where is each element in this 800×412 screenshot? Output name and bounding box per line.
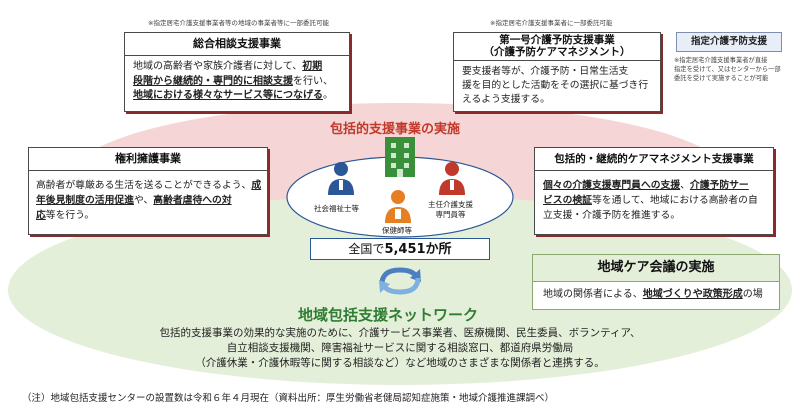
community-meeting-body: 地域の関係者による、地域づくりや政策形成の場 <box>533 282 779 308</box>
network-body: 包括的支援事業の効果的な実施のために、介護サービス事業者、医療機関、民生委員、ボ… <box>100 326 700 371</box>
prevention-care-line: 援を目的とした活動をその選択に基づき行 <box>462 80 649 91</box>
continuous-text: 等を通して、地域における高齢者の自 <box>591 195 758 206</box>
designated-prevention-box: 指定介護予防支援 <box>676 32 782 52</box>
prevention-care-line: 要支援者等が、介護予防・日常生活支 <box>462 66 629 77</box>
designated-note-line: 指定を受けて、又はセンターから一部 <box>674 66 781 73</box>
care-manager-label-line2: 専門員等 <box>435 210 466 219</box>
designated-note-line: 委託を受けて実施することが可能 <box>674 75 769 82</box>
designated-prevention-note: ※指定居宅介護支援事業者が直接 指定を受けて、又はセンターから一部 委託を受けて… <box>674 56 781 83</box>
care-manager-label: 主任介護支援 専門員等 <box>428 200 473 220</box>
continuous-text: 立支援・介護予防を推進する。 <box>543 210 681 221</box>
general-consult-title: 総合相談支援事業 <box>125 33 349 56</box>
continuous-mgmt-box: 包括的・継続的ケアマネジメント支援事業 個々の介護支援専門員への支援、介護予防サ… <box>534 147 774 235</box>
general-consult-emph: 段階から継続的・専門的に相談支援 <box>133 75 293 87</box>
general-consult-emph: 初期 <box>302 61 323 72</box>
top-note-left: ※指定居宅介護支援事業者等の地域の事業者等に一部委託可能 <box>148 19 329 27</box>
network-line: 包括的支援事業の効果的な実施のために、介護サービス事業者、医療機関、民生委員、ボ… <box>159 327 641 339</box>
community-meeting-title: 地域ケア会議の実施 <box>533 255 779 282</box>
nurse-label: 保健師等 <box>382 226 412 235</box>
network-line: 自立相談支援機関、障害福祉サービスに関する相談窓口、都道府県労働局 <box>226 342 574 354</box>
continuous-emph: 介護予防サー <box>689 180 749 191</box>
community-meeting-text: 地域の関係者による、 <box>543 289 643 300</box>
care-manager-icon <box>439 162 465 195</box>
prevention-care-box: 第一号介護予防支援事業 （介護予防ケアマネジメント） 要支援者等が、介護予防・日… <box>453 32 661 112</box>
social-worker-icon <box>328 162 354 195</box>
continuous-emph: 個々の介護支援専門員への支援 <box>543 180 681 191</box>
top-note-right: ※指定居宅介護支援事業者に一部委託可能 <box>490 19 613 27</box>
prevention-care-line: えるよう支援する。 <box>462 94 550 105</box>
community-meeting-box: 地域ケア会議の実施 地域の関係者による、地域づくりや政策形成の場 <box>532 254 780 310</box>
center-label: 包括的支援事業の実施 <box>330 122 461 137</box>
social-worker-label: 社会福祉士等 <box>314 204 359 213</box>
rights-text: 高齢者が尊厳ある生活を送ることができるよう、 <box>36 180 252 191</box>
designated-note-line: ※指定居宅介護支援事業者が直接 <box>674 57 768 64</box>
general-consult-text: 。 <box>323 90 333 101</box>
center-count-box: 全国で5,451か所 <box>310 238 490 260</box>
count-prefix: 全国で <box>348 242 385 256</box>
continuous-mgmt-body: 個々の介護支援専門員への支援、介護予防サー ビスの検証等を通して、地域における高… <box>535 171 773 230</box>
care-manager-label-line1: 主任介護支援 <box>428 200 473 209</box>
rights-text: 等を行う。 <box>45 210 95 221</box>
rights-box: 権利擁護事業 高齢者が尊厳ある生活を送ることができるよう、成 年後見制度の活用促… <box>28 147 268 235</box>
network-line: （介護休業・介護休暇等に関する相談など）など地域のさまざまな関係者と連携する。 <box>195 357 605 369</box>
general-consult-text: を行い、 <box>293 75 333 87</box>
network-title: 地域包括支援ネットワーク <box>298 306 479 324</box>
general-consult-body: 地域の高齢者や家族介護者に対して、初期 段階から継続的・専門的に相談支援を行い、… <box>125 56 349 108</box>
footnote: （注）地域包括支援センターの設置数は令和６年４月現在（資料出所：厚生労働省老健局… <box>22 393 555 404</box>
prevention-care-title-line1: 第一号介護予防支援事業 <box>499 34 615 46</box>
prevention-care-title: 第一号介護予防支援事業 （介護予防ケアマネジメント） <box>454 33 660 61</box>
general-consult-box: 総合相談支援事業 地域の高齢者や家族介護者に対して、初期 段階から継続的・専門的… <box>124 32 350 112</box>
rights-emph: 成 <box>251 180 262 191</box>
building-icon <box>385 137 415 177</box>
community-meeting-text: の場 <box>742 289 763 300</box>
rights-emph: 応 <box>36 210 46 221</box>
rights-text: や、 <box>133 195 154 206</box>
rights-body: 高齢者が尊厳ある生活を送ることができるよう、成 年後見制度の活用促進や、高齢者虐… <box>29 171 267 230</box>
rights-emph: 年後見制度の活用促進 <box>36 195 134 206</box>
rights-title: 権利擁護事業 <box>29 148 267 171</box>
nurse-icon <box>385 190 411 223</box>
rights-emph: 高齢者虐待への対 <box>153 195 232 206</box>
general-consult-emph: 地域における様々なサービス等につなげる <box>133 90 323 101</box>
general-consult-text: 地域の高齢者や家族介護者に対して、 <box>133 61 303 72</box>
cycle-arrows-icon <box>379 267 421 295</box>
community-meeting-emph: 地域づくりや政策形成 <box>642 289 743 300</box>
continuous-emph: ビスの検証 <box>543 195 592 206</box>
center-illustration <box>328 137 465 223</box>
prevention-care-title-line2: （介護予防ケアマネジメント） <box>483 46 631 58</box>
continuous-mgmt-title: 包括的・継続的ケアマネジメント支援事業 <box>535 148 773 171</box>
count-value: 5,451か所 <box>384 242 452 257</box>
continuous-text: 、 <box>680 180 690 191</box>
prevention-care-body: 要支援者等が、介護予防・日常生活支 援を目的とした活動をその選択に基づき行 える… <box>454 61 660 111</box>
